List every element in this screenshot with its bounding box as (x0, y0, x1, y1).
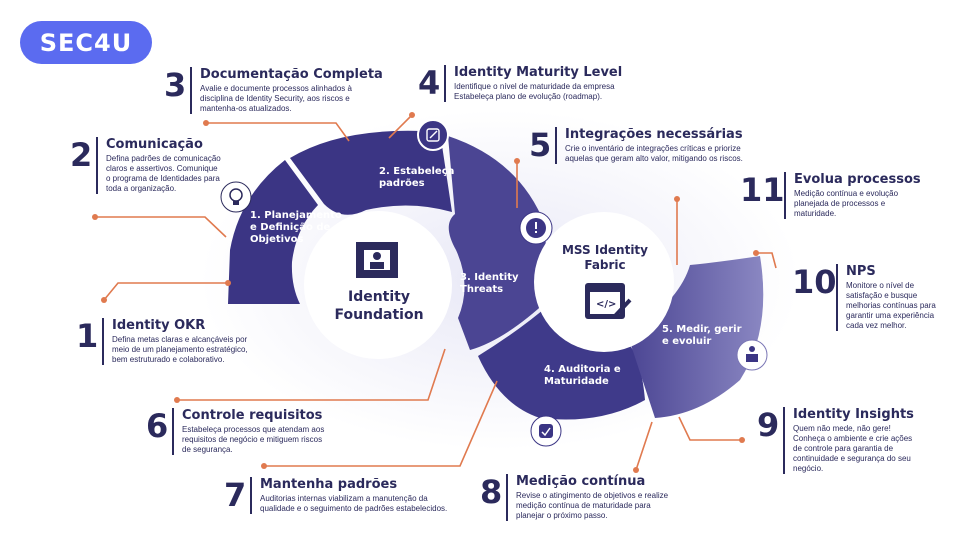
step-number: 3 (164, 66, 187, 104)
step-title: Identity OKR (112, 318, 206, 333)
step-number: 5 (529, 126, 552, 164)
segment-2-shape (290, 130, 452, 215)
center-right-circle (534, 212, 674, 352)
step-title: Controle requisitos (182, 408, 323, 423)
step-6: 6 Controle requisitos Estabeleça process… (146, 408, 324, 455)
svg-text:</>: </> (596, 299, 616, 310)
segment-2-label: 2. Estabeleça padrões (379, 166, 455, 189)
step-9: 9 Identity Insights Quem não mede, não g… (757, 407, 914, 474)
id-badge-icon (356, 242, 398, 278)
step-2: 2 Comunicação Defina padrões de comunica… (70, 137, 221, 194)
divider (250, 477, 252, 514)
step-8: 8 Medição contínua Revise o atingimento … (480, 474, 668, 521)
step-number: 2 (70, 136, 93, 174)
step-number: 8 (480, 473, 503, 511)
step-description: Avalie e documente processos alinhados à… (200, 84, 352, 113)
step-7: 7 Mantenha padrões Auditorias internas v… (224, 477, 447, 514)
step-5: 5 Integrações necessárias Crie o inventá… (529, 127, 743, 164)
step-description: Crie o inventário de integrações crítica… (565, 144, 743, 163)
step-10: 10 NPS Monitore o nível de satisfação e … (792, 264, 936, 331)
segment-3-label: 3. Identity Threats (460, 272, 519, 295)
segment-5-label: 5. Medir, gerir e evoluir (662, 324, 742, 347)
step-title: NPS (846, 264, 876, 279)
segment-1-shape (228, 160, 318, 304)
step-title: Identity Insights (793, 407, 914, 422)
step-number: 11 (740, 171, 785, 209)
edit-note-icon (417, 119, 449, 151)
step-title: Medição contínua (516, 474, 646, 489)
step-title: Mantenha padrões (260, 477, 398, 492)
center-left-circle (304, 211, 452, 359)
divider (102, 318, 104, 365)
step-number: 1 (76, 317, 99, 355)
step-title: Comunicação (106, 137, 203, 152)
segment-3-shape (448, 136, 548, 350)
divider (784, 172, 786, 219)
step-description: Auditorias internas viabilizam a manuten… (260, 494, 448, 513)
step-title: Integrações necessárias (565, 127, 743, 142)
connector-lines (95, 114, 777, 471)
step-description: Defina padrões de comunicação claros e a… (106, 154, 221, 193)
step-description: Estabeleça processos que atendam aos req… (182, 425, 325, 454)
step-number: 9 (757, 406, 780, 444)
divider (444, 65, 446, 102)
segment-5-shape (628, 256, 764, 418)
step-title: Evolua processos (794, 172, 921, 187)
segment-4-label: 4. Auditoria e Maturidade (544, 364, 621, 387)
divider (96, 137, 98, 194)
check-badge-icon (530, 415, 562, 447)
code-wrench-icon: </> (585, 283, 632, 319)
step-number: 4 (418, 64, 441, 102)
center-left-label: Identity Foundation (334, 289, 424, 323)
center-right-label: MSS Identity Fabric (561, 243, 648, 272)
step-4: 4 Identity Maturity Level Identifique o … (418, 65, 622, 102)
sec4u-logo: SEC4U (20, 21, 152, 64)
step-number: 6 (146, 407, 169, 445)
step-description: Monitore o nível de satisfação e busque … (846, 281, 936, 330)
divider (836, 264, 838, 331)
step-description: Medição contínua e evolução planejada de… (794, 189, 899, 218)
step-description: Identifique o nível de maturidade da emp… (454, 82, 615, 101)
lightbulb-icon (220, 181, 252, 213)
divider (555, 127, 557, 164)
step-description: Quem não mede, não gere! Conheça o ambie… (793, 424, 913, 473)
step-11: 11 Evolua processos Medição contínua e e… (740, 172, 921, 219)
step-3: 3 Documentação Completa Avalie e documen… (164, 67, 383, 114)
step-description: Defina metas claras e alcançáveis por me… (112, 335, 248, 364)
step-title: Documentação Completa (200, 67, 383, 82)
connector-dots (92, 112, 759, 473)
podium-user-icon (736, 339, 768, 371)
divider (190, 67, 192, 114)
segment-4-shape (478, 304, 645, 420)
alert-icon (519, 211, 553, 245)
divider (783, 407, 785, 474)
step-number: 7 (224, 476, 247, 514)
divider (172, 408, 174, 455)
divider (506, 474, 508, 521)
step-description: Revise o atingimento de objetivos e real… (516, 491, 669, 520)
segment-1-label: 1. Planejamento e Definição de Objetivos (250, 210, 342, 245)
step-number: 10 (792, 263, 837, 301)
step-title: Identity Maturity Level (454, 65, 623, 80)
step-1: 1 Identity OKR Defina metas claras e alc… (76, 318, 248, 365)
